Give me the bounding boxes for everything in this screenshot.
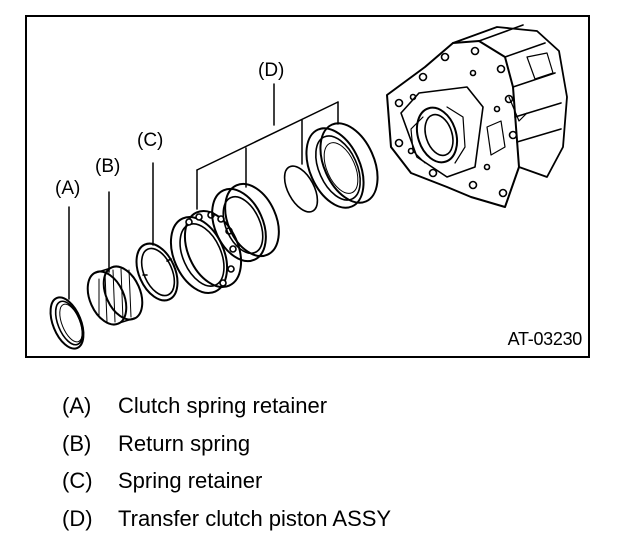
transfer-case-housing (386, 24, 568, 208)
piston-part-3 (305, 122, 379, 209)
legend-text: Spring retainer (118, 468, 263, 493)
return-spring-part (86, 265, 144, 326)
figure-id: AT-03230 (507, 329, 583, 349)
exploded-view-drawing (49, 24, 568, 350)
legend-key: (A) (62, 393, 92, 418)
callout-label-c: (C) (137, 130, 164, 151)
piston-assy-bracket (196, 83, 339, 210)
clutch-spring-retainer-part (49, 296, 85, 350)
o-ring-part (283, 165, 319, 213)
spring-retainer-part (135, 242, 179, 302)
exploded-view-figure: (A) (B) (C) (D) AT-03230 (25, 15, 590, 358)
legend-key: (B) (62, 430, 92, 456)
callout-label-b: (B) (95, 156, 121, 177)
legend-key: (C) (62, 468, 93, 493)
legend-text: Return spring (118, 430, 251, 456)
legend-text: Clutch spring retainer (118, 393, 328, 418)
legend-text: Transfer clutch piston ASSY (118, 505, 392, 531)
callout-label-a: (A) (55, 178, 81, 199)
piston-part-2 (211, 182, 280, 263)
callout-label-d: (D) (258, 60, 285, 81)
legend-key: (D) (62, 505, 93, 531)
